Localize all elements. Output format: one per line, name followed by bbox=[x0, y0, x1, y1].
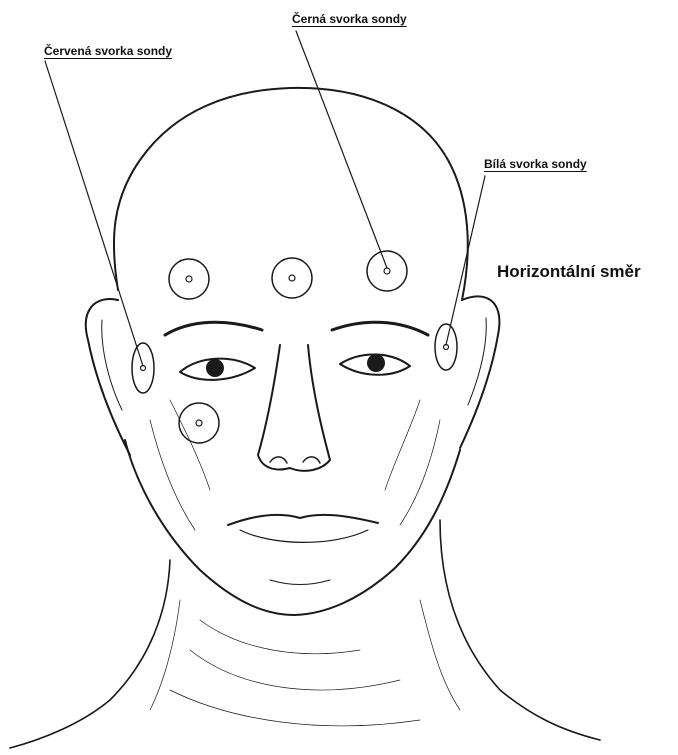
leader-line-white bbox=[446, 176, 485, 345]
electrode-forehead-right bbox=[367, 251, 407, 291]
electrode-forehead-center bbox=[272, 258, 312, 298]
chin-crease bbox=[270, 580, 330, 585]
left-eyebrow bbox=[165, 322, 262, 335]
cheek-shading bbox=[150, 400, 440, 530]
label-red-clamp: Červená svorka sondy bbox=[44, 44, 172, 58]
right-pupil bbox=[367, 354, 385, 372]
electrode-right-temple bbox=[435, 324, 457, 370]
leader-line-black bbox=[296, 31, 387, 268]
jaw-outline bbox=[125, 440, 460, 615]
electrode-cheek bbox=[179, 403, 219, 443]
label-direction: Horizontální směr bbox=[497, 262, 641, 282]
nose bbox=[258, 345, 330, 471]
left-ear bbox=[86, 299, 130, 455]
electrode-forehead-left bbox=[169, 259, 209, 299]
right-nostril bbox=[303, 457, 320, 463]
neck-left bbox=[10, 560, 170, 748]
neck-right bbox=[440, 520, 600, 740]
label-black-clamp: Černá svorka sondy bbox=[292, 12, 407, 26]
left-pupil bbox=[206, 359, 224, 377]
mouth bbox=[228, 515, 378, 525]
head-outline bbox=[114, 88, 468, 300]
right-eyebrow bbox=[332, 322, 428, 335]
neck-shading bbox=[150, 600, 460, 726]
electrode-left-temple bbox=[132, 343, 154, 393]
leader-line-red bbox=[45, 61, 143, 366]
left-nostril bbox=[270, 457, 287, 463]
label-white-clamp: Bílá svorka sondy bbox=[484, 157, 587, 171]
lower-lip bbox=[240, 530, 368, 542]
